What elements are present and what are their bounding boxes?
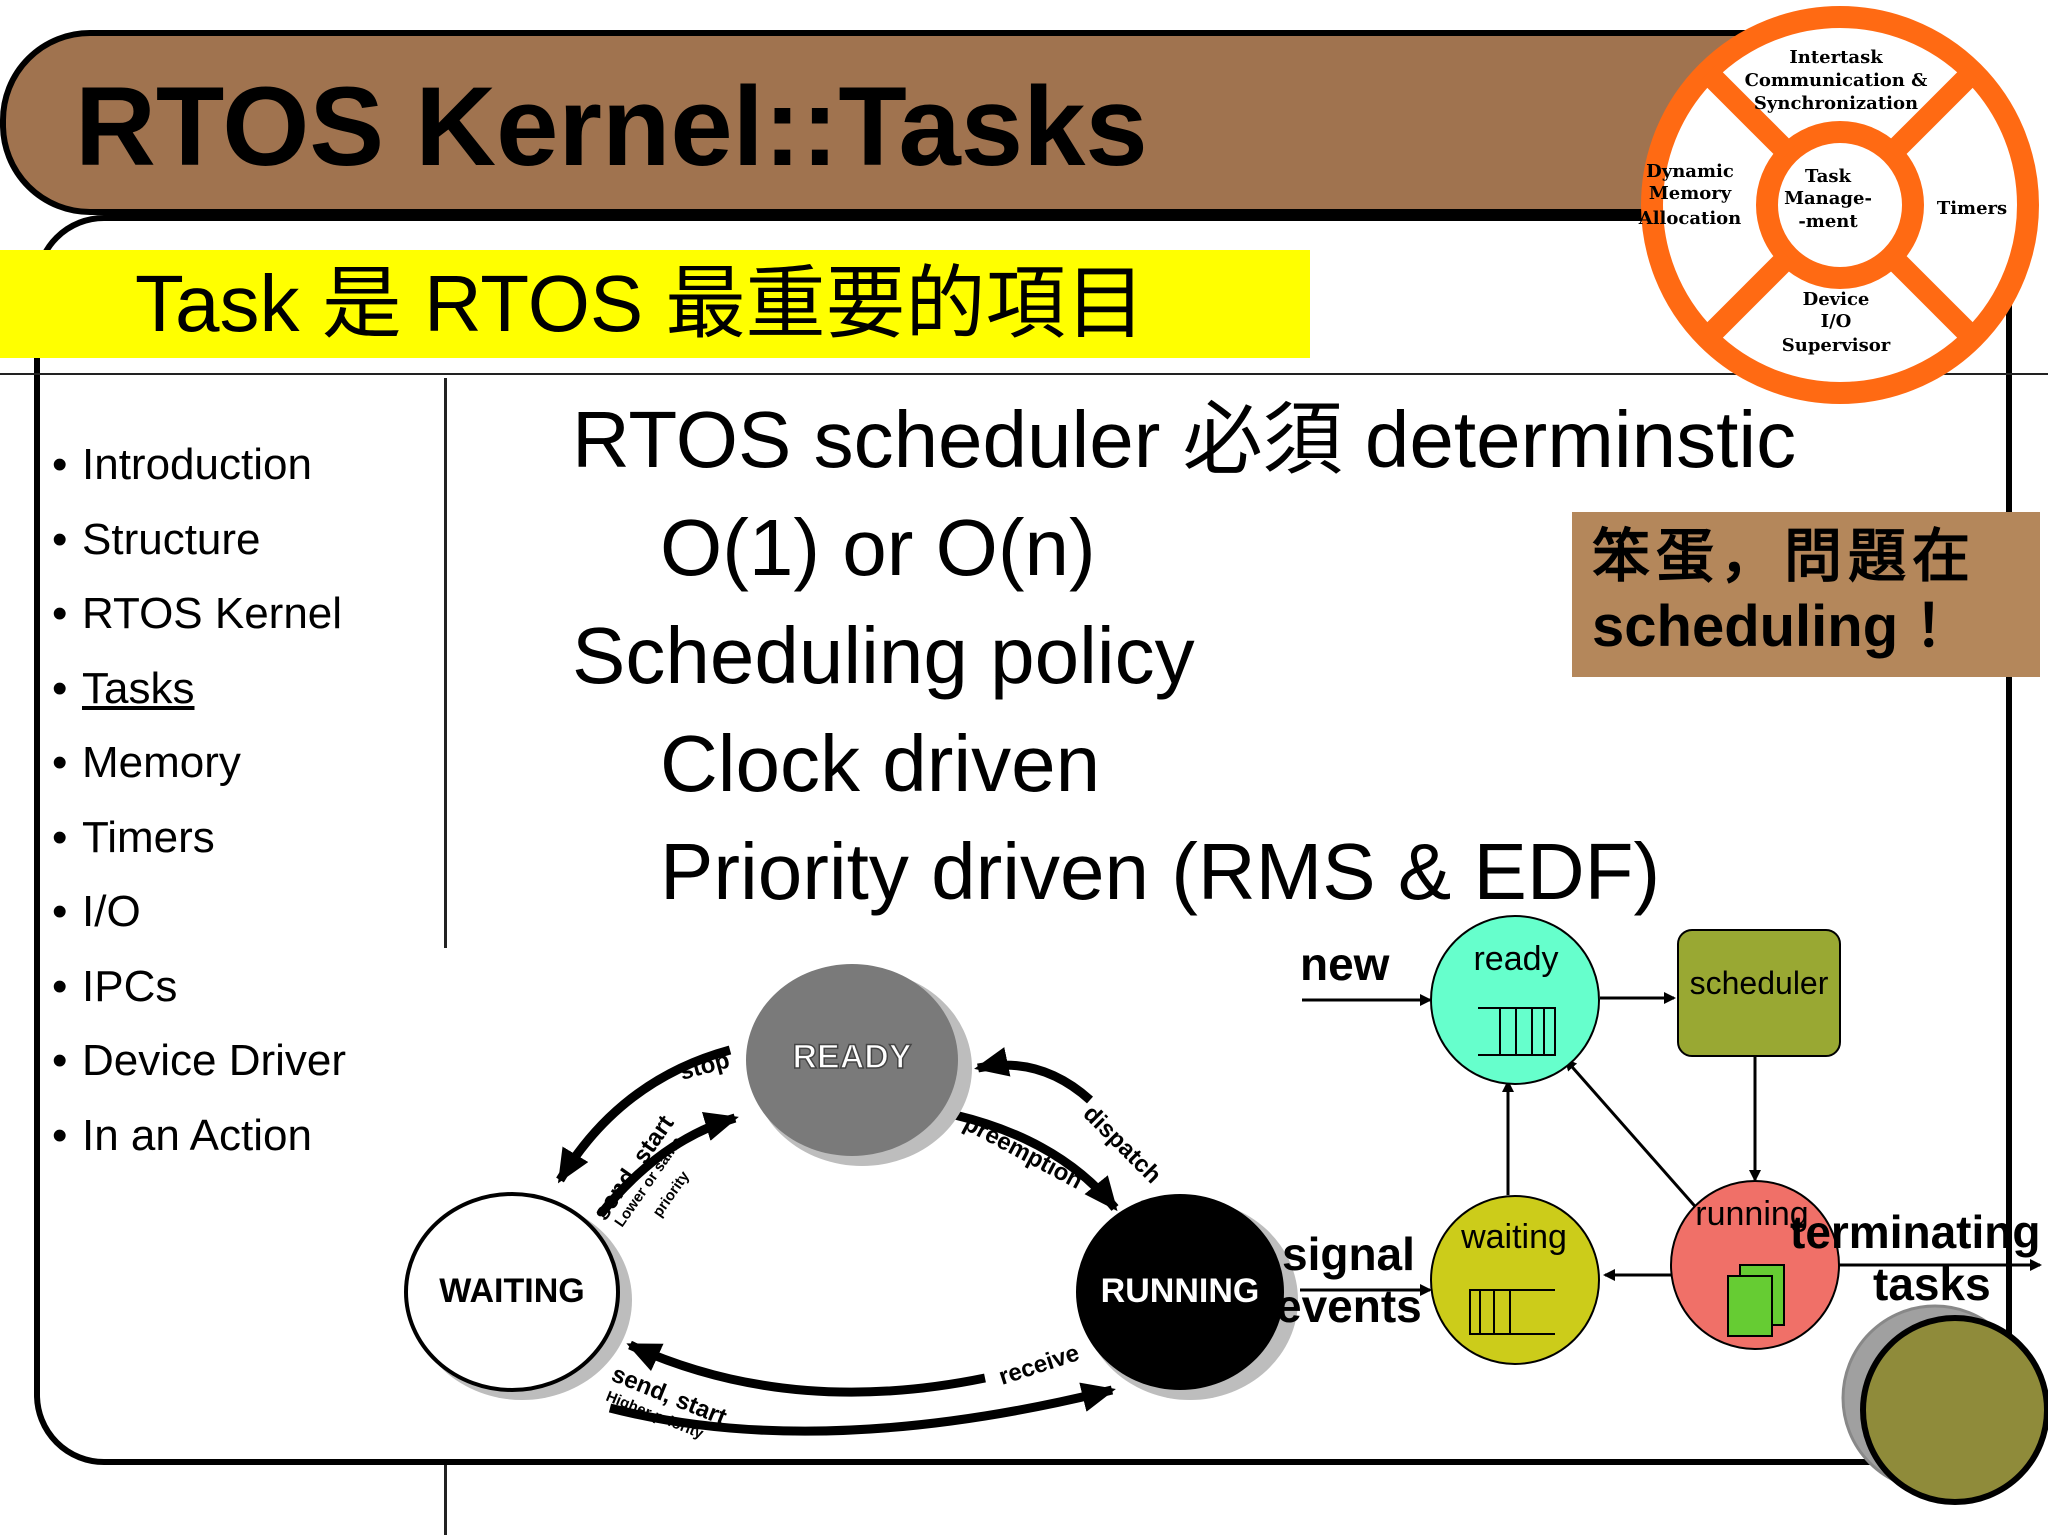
- nav-item-ipcs[interactable]: •IPCs: [52, 961, 178, 1011]
- wheel-bottom-label-3: Supervisor: [1782, 335, 1891, 356]
- flow-scheduler-node: [1677, 929, 1841, 1057]
- wheel-spoke: [1700, 65, 1796, 161]
- wheel-top-label-2: Communication &: [1745, 70, 1928, 91]
- nav-item-in-an-action[interactable]: •In an Action: [52, 1110, 312, 1160]
- nav-item-device-driver[interactable]: •Device Driver: [52, 1036, 347, 1085]
- arrow-ready-to-waiting: [556, 1045, 732, 1184]
- note-line-1: 笨蛋，問題在: [1592, 524, 1977, 589]
- wheel-bottom-label-2: I/O: [1821, 311, 1852, 332]
- task-state-diagram: READY WAITING RUNNING stop dispatch pree…: [404, 964, 1298, 1443]
- wheel-left-label-2: Memory: [1649, 183, 1732, 204]
- arrow-waiting-to-ready: [596, 1112, 739, 1218]
- arrow-running-to-ready: [1564, 1058, 1702, 1213]
- arrow-ready-to-running: [953, 1110, 1119, 1212]
- section-nav: •Introduction •Structure •RTOS Kernel •T…: [52, 428, 346, 1173]
- flow-signal-label: signal: [1282, 1228, 1415, 1280]
- wheel-spoke: [1884, 249, 1980, 345]
- kernel-wheel: Intertask Communication & Synchronizatio…: [1638, 6, 2039, 404]
- flow-new-label: new: [1300, 938, 1390, 990]
- bottom-divider: [444, 1465, 447, 1535]
- wheel-outer-ring: [1641, 6, 2039, 404]
- nav-item-rtos-kernel[interactable]: •RTOS Kernel: [52, 589, 343, 638]
- title-bar: [0, 30, 1760, 215]
- decorative-corner-circle: [1841, 1304, 2048, 1505]
- page-title: RTOS Kernel::Tasks: [75, 64, 1148, 189]
- content-line-clock-driven: Clock driven: [660, 719, 1101, 808]
- content-line-complexity: O(1) or O(n): [660, 503, 1096, 592]
- subtitle-highlight: [0, 250, 1310, 358]
- flow-ready-label: ready: [1473, 940, 1558, 978]
- content-line-priority-driven: Priority driven (RMS & EDF): [660, 827, 1661, 916]
- wheel-bottom-label-1: Device: [1803, 289, 1870, 310]
- wheel-spoke: [1700, 249, 1796, 345]
- corner-circle-icon: [1860, 1315, 2048, 1505]
- running-state-label: RUNNING: [1101, 1272, 1260, 1310]
- flow-waiting-node: [1430, 1195, 1600, 1365]
- flow-waiting-label: waiting: [1460, 1218, 1567, 1256]
- nav-item-introduction[interactable]: •Introduction: [52, 440, 312, 489]
- nav-divider: [444, 378, 447, 948]
- transition-preemption-label: preemption: [959, 1109, 1087, 1194]
- nav-item-memory[interactable]: •Memory: [52, 738, 241, 787]
- wheel-spoke: [1884, 65, 1980, 161]
- transition-receive-label: receive: [996, 1339, 1083, 1390]
- flow-running-label: running: [1695, 1195, 1808, 1233]
- nav-item-timers[interactable]: •Timers: [52, 812, 215, 862]
- wheel-top-label-1: Intertask: [1789, 47, 1883, 68]
- flow-scheduler-label: scheduler: [1690, 965, 1829, 1001]
- running-state-node: [1076, 1194, 1284, 1390]
- ready-state-label: READY: [792, 1038, 911, 1076]
- transition-dispatch-label: dispatch: [1078, 1100, 1167, 1189]
- wheel-center-label-1: Task: [1805, 166, 1851, 187]
- flow-terminating-label: terminating: [1790, 1206, 2040, 1258]
- wheel-left-label-1: Dynamic: [1646, 161, 1734, 182]
- waiting-state-node: [404, 1192, 620, 1392]
- slide-frame: [34, 215, 2012, 1465]
- subtitle: Task 是 RTOS 最重要的項目: [135, 259, 1146, 348]
- wheel-center-label-3: -ment: [1798, 211, 1858, 232]
- transition-stop-label: stop: [677, 1047, 733, 1086]
- nav-item-tasks[interactable]: •Tasks: [52, 663, 195, 713]
- content-line-policy: Scheduling policy: [572, 611, 1195, 700]
- wheel-inner-ring: [1756, 121, 1924, 289]
- running-task-icon-front: [1727, 1275, 1773, 1337]
- content-line-scheduler: RTOS scheduler 必須 determinstic: [572, 395, 1797, 484]
- flow-ready-node: [1430, 915, 1600, 1085]
- wheel-center-label-2: Manage-: [1784, 188, 1872, 209]
- waiting-queue-icon: [1469, 1289, 1555, 1335]
- flow-events-label: events: [1276, 1280, 1422, 1332]
- ready-queue-icon: [1478, 1007, 1556, 1056]
- wheel-right-label: Timers: [1937, 198, 2007, 219]
- note-box: [1572, 512, 2040, 677]
- ready-state-node: [746, 964, 958, 1156]
- arrow-running-to-ready: [974, 1047, 1094, 1104]
- scheduler-flow-diagram: ready scheduler waiting running new: [1276, 915, 2042, 1365]
- wheel-top-label-3: Synchronization: [1754, 93, 1918, 114]
- arrow-waiting-to-running: [608, 1382, 1116, 1436]
- header-divider: [0, 373, 2048, 375]
- arrow-running-to-waiting: [626, 1340, 986, 1397]
- nav-item-io[interactable]: •I/O: [52, 887, 141, 936]
- nav-item-structure[interactable]: •Structure: [52, 514, 261, 564]
- waiting-state-label: WAITING: [439, 1272, 584, 1310]
- flow-tasks-label: tasks: [1873, 1258, 1991, 1310]
- wheel-left-label-3: Allocation: [1638, 208, 1742, 229]
- note-line-2: scheduling ！: [1592, 594, 1973, 659]
